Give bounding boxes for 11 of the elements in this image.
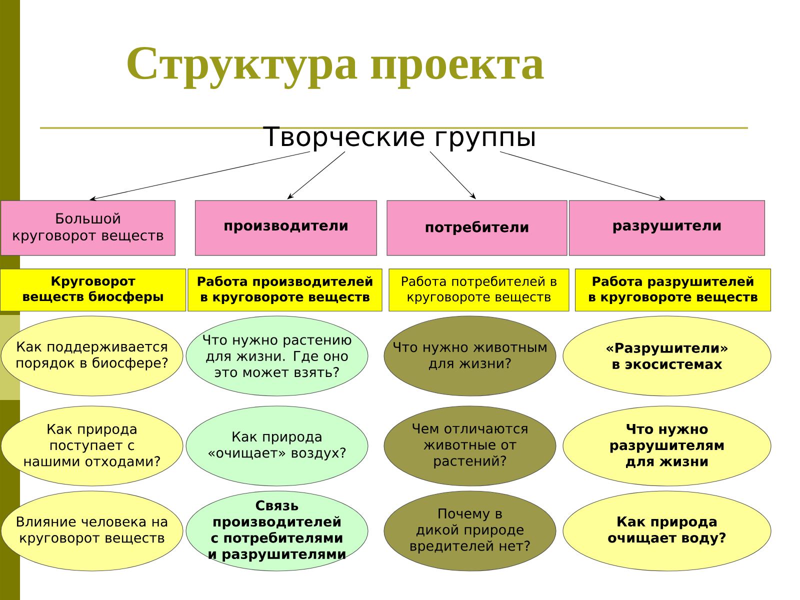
topic-box: Работа производителей в круговороте веществ [188,268,382,312]
topic-box: Работа разрушителей в круговороте веществ [575,268,772,312]
group-heading: Творческие группы [263,126,534,152]
group-box: производители [195,200,377,256]
arrow [287,151,346,200]
group-box: потребители [386,200,568,256]
topic-box: Работа потребителей в круговороте веществ [388,268,570,312]
group-box: Большой круговорот веществ [0,200,176,256]
title: Структура проекта [128,47,544,89]
group-box: разрушители [569,200,766,256]
topic-box: Круговорот веществ биосферы [0,268,186,312]
